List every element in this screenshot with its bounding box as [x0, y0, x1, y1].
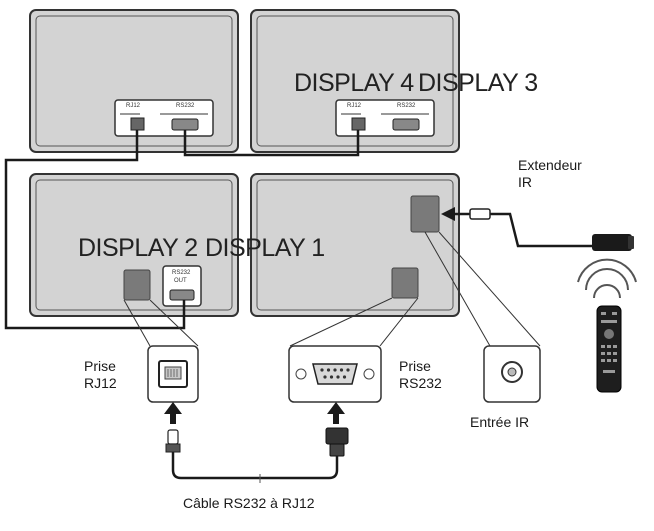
- rj12-socket-closeup: [147, 345, 199, 403]
- display-2-rj12-port: [123, 269, 151, 301]
- d4-rj12-label: RJ12: [126, 103, 141, 109]
- d2-out-label: OUT: [174, 278, 187, 284]
- cable-label: Câble RS232 à RJ12: [183, 495, 315, 511]
- ir-extender-label: Extendeur IR: [518, 157, 582, 190]
- display-2-rs232-out-panel: [162, 265, 202, 307]
- rs232-socket-closeup: [288, 345, 382, 403]
- d3-rs232-label: RS232: [397, 103, 416, 109]
- zoom-callout-lines: [123, 231, 541, 347]
- d3-rj12-label: RJ12: [347, 103, 362, 109]
- display-4-connector-panel: [114, 99, 214, 137]
- remote-control-icon: [577, 258, 637, 393]
- d4-rs232-label: RS232: [176, 103, 195, 109]
- d3-rj12-port: [351, 117, 366, 131]
- db9-plug: [325, 427, 349, 445]
- display-1-label: DISPLAY 1: [205, 234, 325, 262]
- d4-rs232-port: [171, 118, 199, 131]
- insertion-arrows: [164, 402, 345, 424]
- display-1-rs232-port: [391, 267, 419, 299]
- ir-input-closeup: [483, 345, 541, 403]
- d3-rs232-port: [392, 118, 420, 131]
- rs232-rj12-cable: [165, 427, 349, 483]
- display-3-connector-panel: [335, 99, 435, 137]
- rs232-socket-label: Prise RS232: [399, 358, 442, 391]
- rj12-plug: [167, 429, 179, 445]
- display-3-label: DISPLAY 3: [418, 69, 538, 97]
- display-2-label: DISPLAY 2: [78, 234, 198, 262]
- daisy-chain-cables: [4, 130, 592, 330]
- d4-rj12-port: [130, 117, 145, 131]
- display-4-label: DISPLAY 4: [294, 69, 414, 97]
- display-1-ir-port: [410, 195, 440, 233]
- ir-input-label: Entrée IR: [470, 414, 530, 430]
- rj12-socket-label: Prise RJ12: [84, 358, 117, 391]
- ir-extender-plug: [441, 207, 491, 221]
- d2-rs232-label: RS232: [172, 270, 191, 276]
- ir-extender-receiver: [592, 234, 634, 251]
